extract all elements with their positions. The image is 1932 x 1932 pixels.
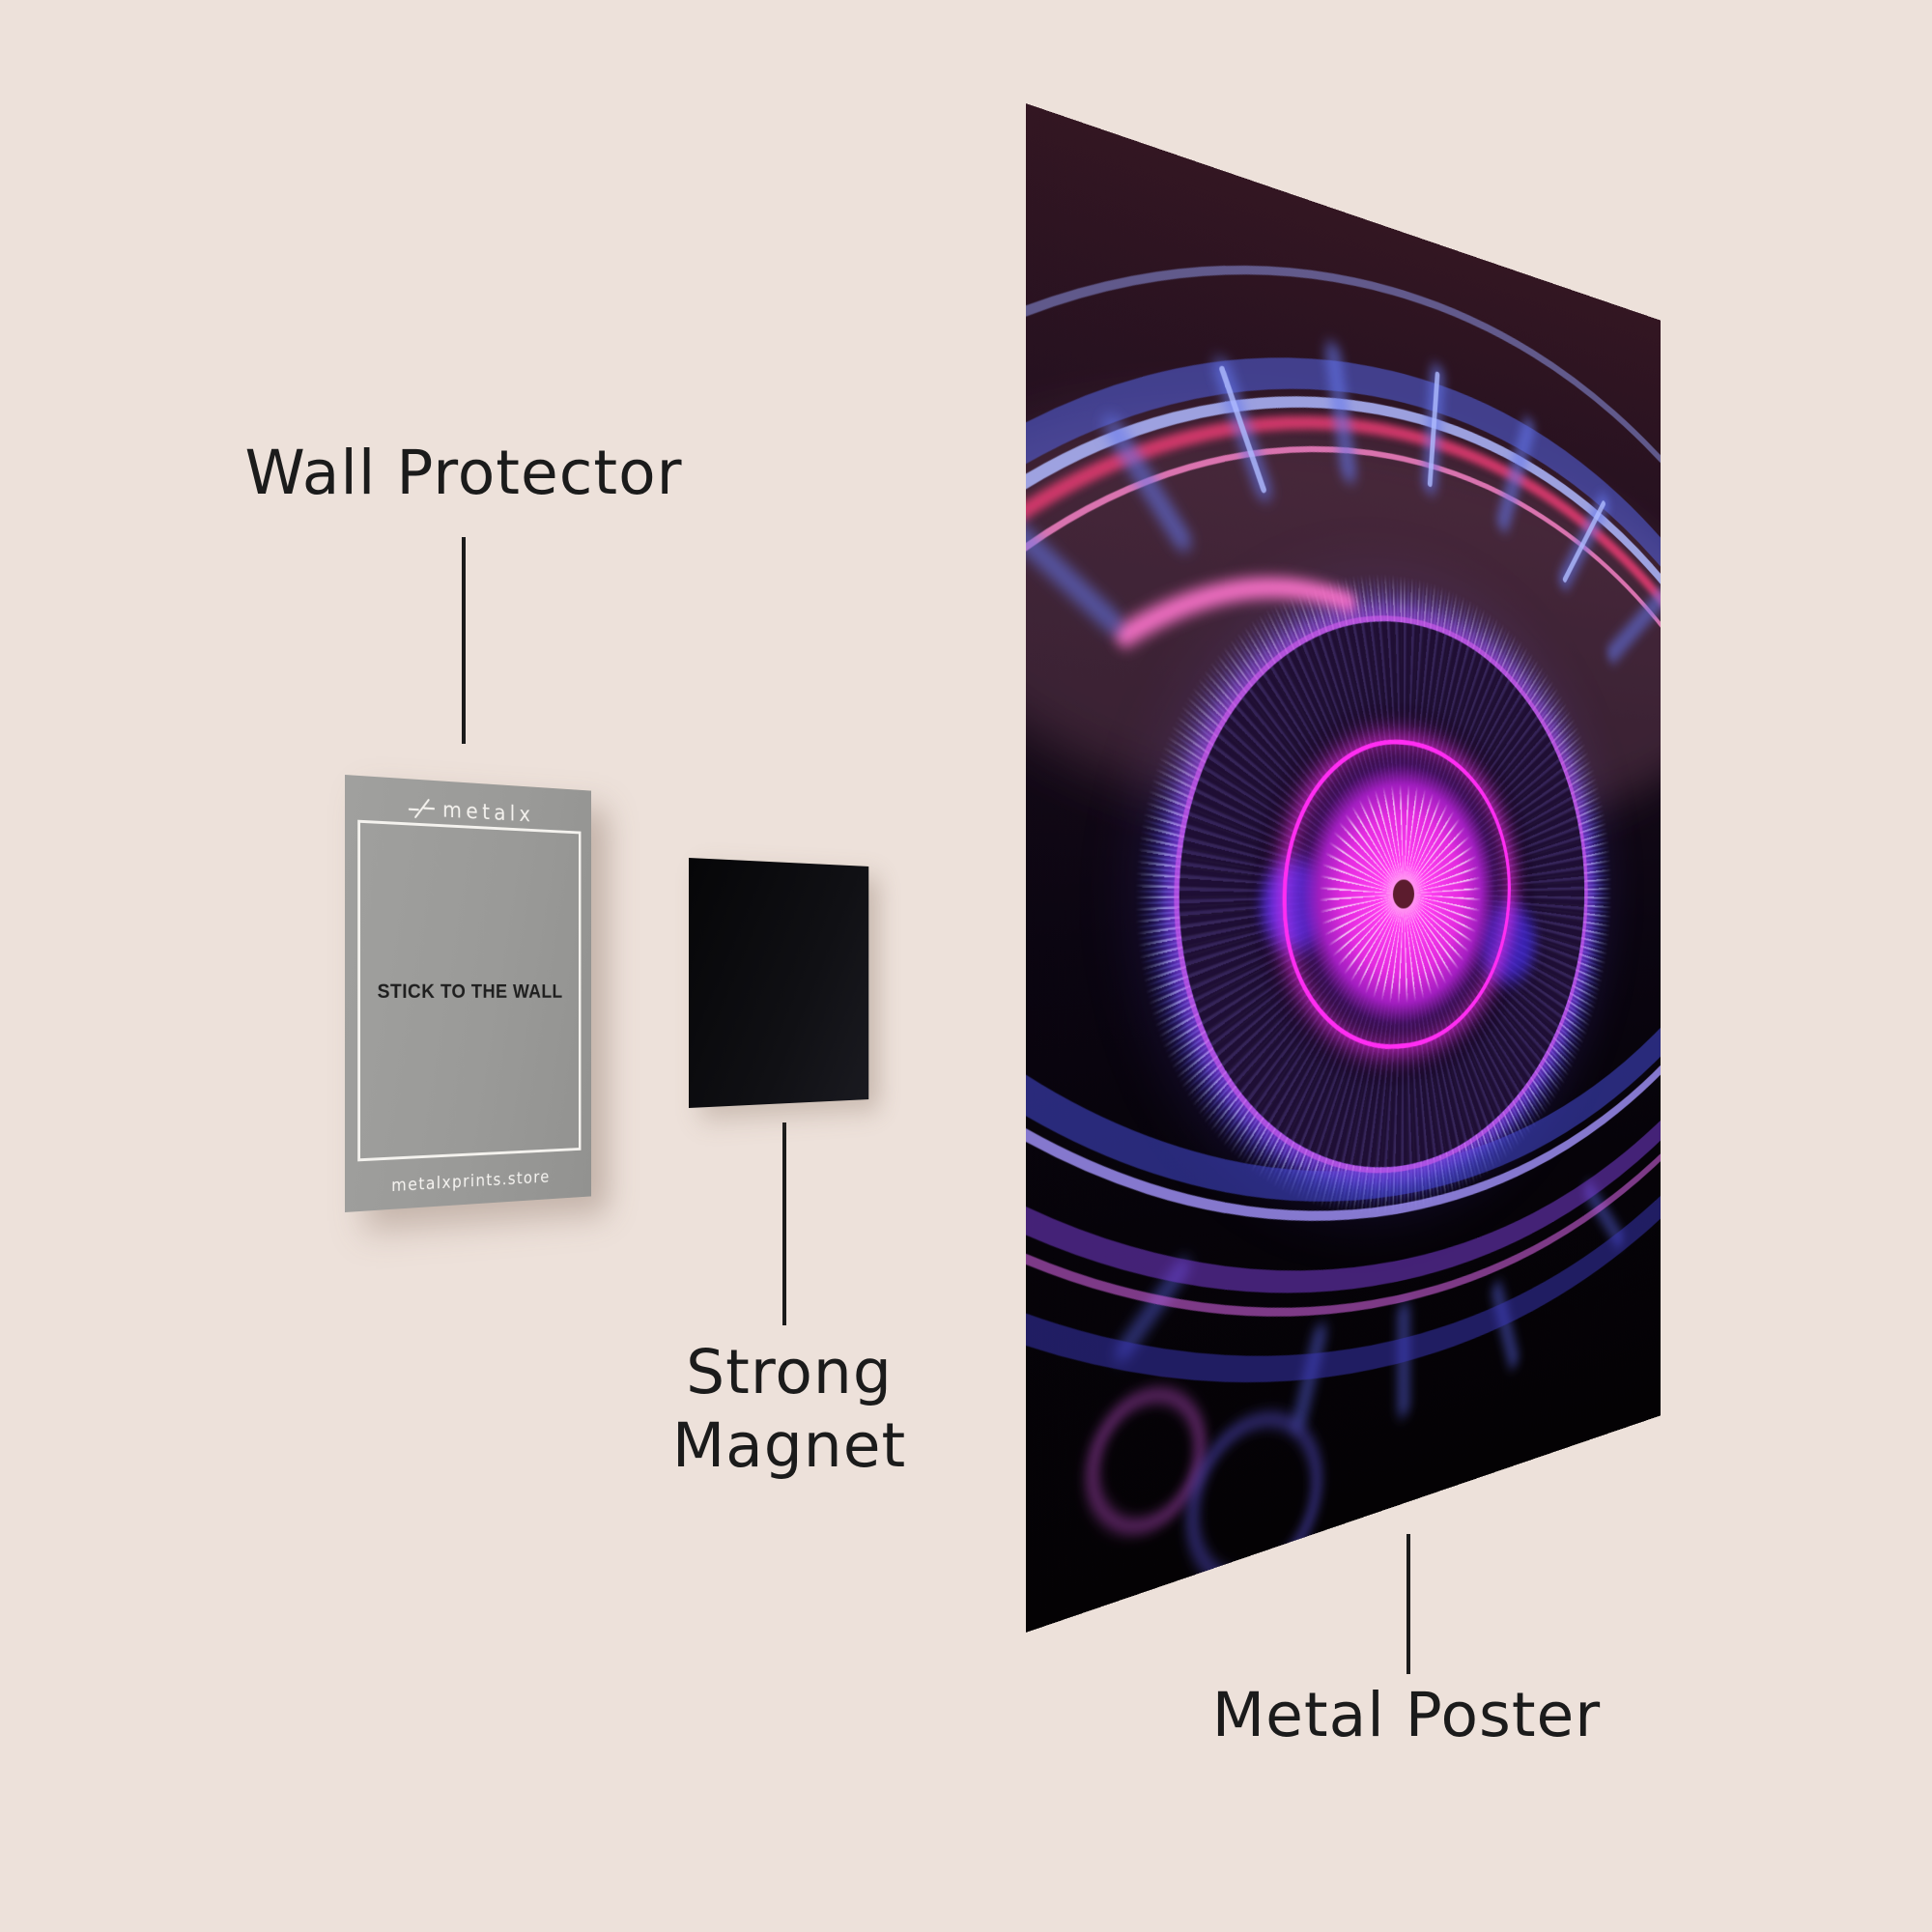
- card-message: STICK TO THE WALL: [377, 980, 563, 1003]
- metal-poster: [1026, 103, 1661, 1633]
- wall-protector-connector-line: [462, 537, 466, 744]
- strong-magnet: [689, 858, 869, 1108]
- metal-poster-connector-line: [1406, 1534, 1410, 1674]
- wall-protector-card: metalx STICK TO THE WALL metalxprints.st…: [345, 775, 592, 1212]
- metalx-logo-icon: [409, 796, 435, 822]
- strong-magnet-label: Strong Magnet: [671, 1337, 907, 1481]
- metal-poster-label: Metal Poster: [1211, 1680, 1602, 1750]
- wall-protector-label: Wall Protector: [244, 438, 683, 508]
- strong-magnet-connector-line: [782, 1122, 786, 1325]
- card-website: metalxprints.store: [391, 1168, 551, 1197]
- brand-name: metalx: [442, 798, 535, 828]
